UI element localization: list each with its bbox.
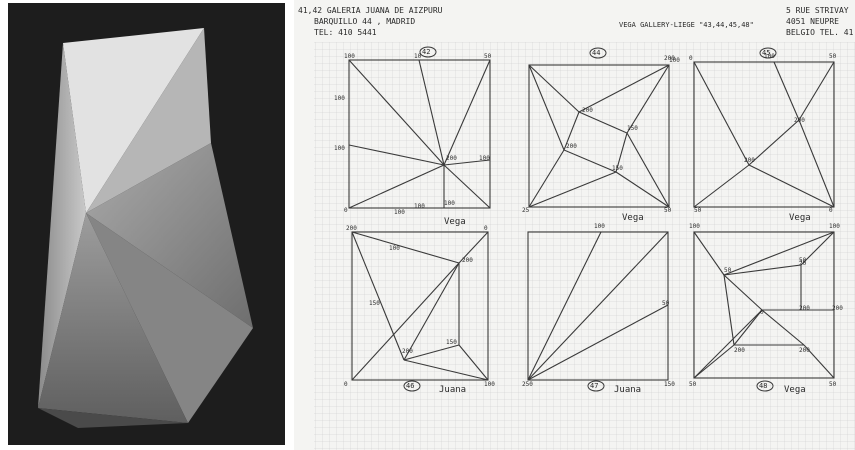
address-right-line3: BELGIO TEL. 41 80	[786, 28, 855, 37]
diagram-caption: Vega	[444, 217, 466, 227]
inner-label: 200	[582, 107, 593, 114]
inner-label: 200	[744, 157, 755, 164]
diagram-number: 46	[406, 382, 414, 390]
corner-label: 200	[346, 225, 357, 232]
inner-label: 150	[446, 339, 457, 346]
sculpture-photo	[8, 3, 285, 445]
inner-label: 200	[402, 348, 413, 355]
diagram-caption: Juana	[614, 385, 641, 395]
inner-label: 200	[832, 305, 843, 312]
inner-label: 20	[799, 260, 807, 267]
inner-label: 0	[760, 309, 764, 316]
corner-label: 100	[669, 57, 680, 64]
diagram-number: 42	[422, 48, 430, 56]
corner-label: 50	[484, 53, 492, 60]
inner-label: 200	[734, 347, 745, 354]
header-left-address: 41,42 GALERIA JUANA DE AIZPURU BARQUILLO…	[298, 6, 443, 37]
inner-label: 200	[799, 347, 810, 354]
header-right-address: 5 RUE STRIVAY 4051 NEUPRE BELGIO TEL. 41…	[786, 6, 855, 37]
inner-label: 100	[479, 155, 490, 162]
corner-label: 25	[522, 207, 530, 214]
inner-label: 100	[444, 200, 455, 207]
diagram-caption: Vega	[784, 385, 806, 395]
inner-label: 100	[414, 203, 425, 210]
corner-label: 100	[594, 223, 605, 230]
corner-label: 50	[689, 381, 697, 388]
corner-label: 50	[829, 53, 837, 60]
diagram-number-circle	[589, 47, 607, 59]
corner-label: 100	[484, 381, 495, 388]
diagram-number: 45	[762, 49, 770, 57]
corner-label: 0	[829, 207, 833, 214]
corner-label: 0	[344, 381, 348, 388]
corner-label: 100	[764, 53, 775, 60]
inner-label: 100	[389, 245, 400, 252]
corner-label: 150	[664, 381, 675, 388]
inner-label: 200	[799, 305, 810, 312]
inner-label: 200	[794, 117, 805, 124]
corner-label: 200	[664, 55, 675, 62]
corner-label: 10	[414, 53, 422, 60]
inner-label: 50	[662, 300, 670, 307]
corner-label: 100	[689, 223, 700, 230]
diagram-caption: Vega	[622, 213, 644, 223]
drawing-sheet: 41,42 GALERIA JUANA DE AIZPURU BARQUILLO…	[294, 0, 855, 450]
corner-label: 0	[484, 225, 488, 232]
diagram-number-circle	[403, 380, 421, 392]
diagram-44	[528, 64, 670, 208]
inner-label: 100	[394, 209, 405, 216]
inner-label: 150	[612, 165, 623, 172]
diagram-46	[351, 231, 489, 381]
diagram-number-circle	[587, 380, 605, 392]
diagram-number: 47	[590, 382, 598, 390]
corner-label: 250	[522, 381, 533, 388]
inner-label: 150	[627, 125, 638, 132]
corner-label: 50	[694, 207, 702, 214]
diagram-number-circle	[419, 46, 437, 58]
inner-label: 50	[799, 257, 807, 264]
diagram-42	[348, 59, 491, 209]
address-right-line2: 4051 NEUPRE	[786, 17, 839, 26]
inner-label: 50	[724, 267, 732, 274]
diagram-caption: Juana	[439, 385, 466, 395]
diagram-number: 44	[592, 49, 600, 57]
diagram-number: 48	[759, 382, 767, 390]
address-left-line2: BARQUILLO 44 , MADRID	[314, 17, 415, 26]
diagram-number-circle	[759, 47, 777, 59]
corner-label: 100	[344, 53, 355, 60]
corner-label: 0	[344, 207, 348, 214]
corner-label: 100	[829, 223, 840, 230]
inner-label: 150	[369, 300, 380, 307]
diagram-45	[693, 61, 835, 208]
inner-label: 200	[566, 143, 577, 150]
inner-label: 100	[334, 145, 345, 152]
inner-label: 200	[446, 155, 457, 162]
inner-label: 200	[462, 257, 473, 264]
address-left-line1: 41,42 GALERIA JUANA DE AIZPURU	[298, 6, 443, 15]
diagram-48	[693, 231, 835, 379]
address-left-line3: TEL: 410 5441	[314, 28, 377, 37]
inner-label: 100	[334, 95, 345, 102]
corner-label: 50	[829, 381, 837, 388]
diagram-caption: Vega	[789, 213, 811, 223]
address-right-line1: 5 RUE STRIVAY	[786, 6, 849, 15]
diagram-number-circle	[756, 380, 774, 392]
corner-label: 0	[689, 55, 693, 62]
diagram-47	[527, 231, 669, 381]
header-gallery-text: VEGA GALLERY-LIEGE "43,44,45,48"	[619, 21, 754, 29]
corner-label: 50	[664, 207, 672, 214]
